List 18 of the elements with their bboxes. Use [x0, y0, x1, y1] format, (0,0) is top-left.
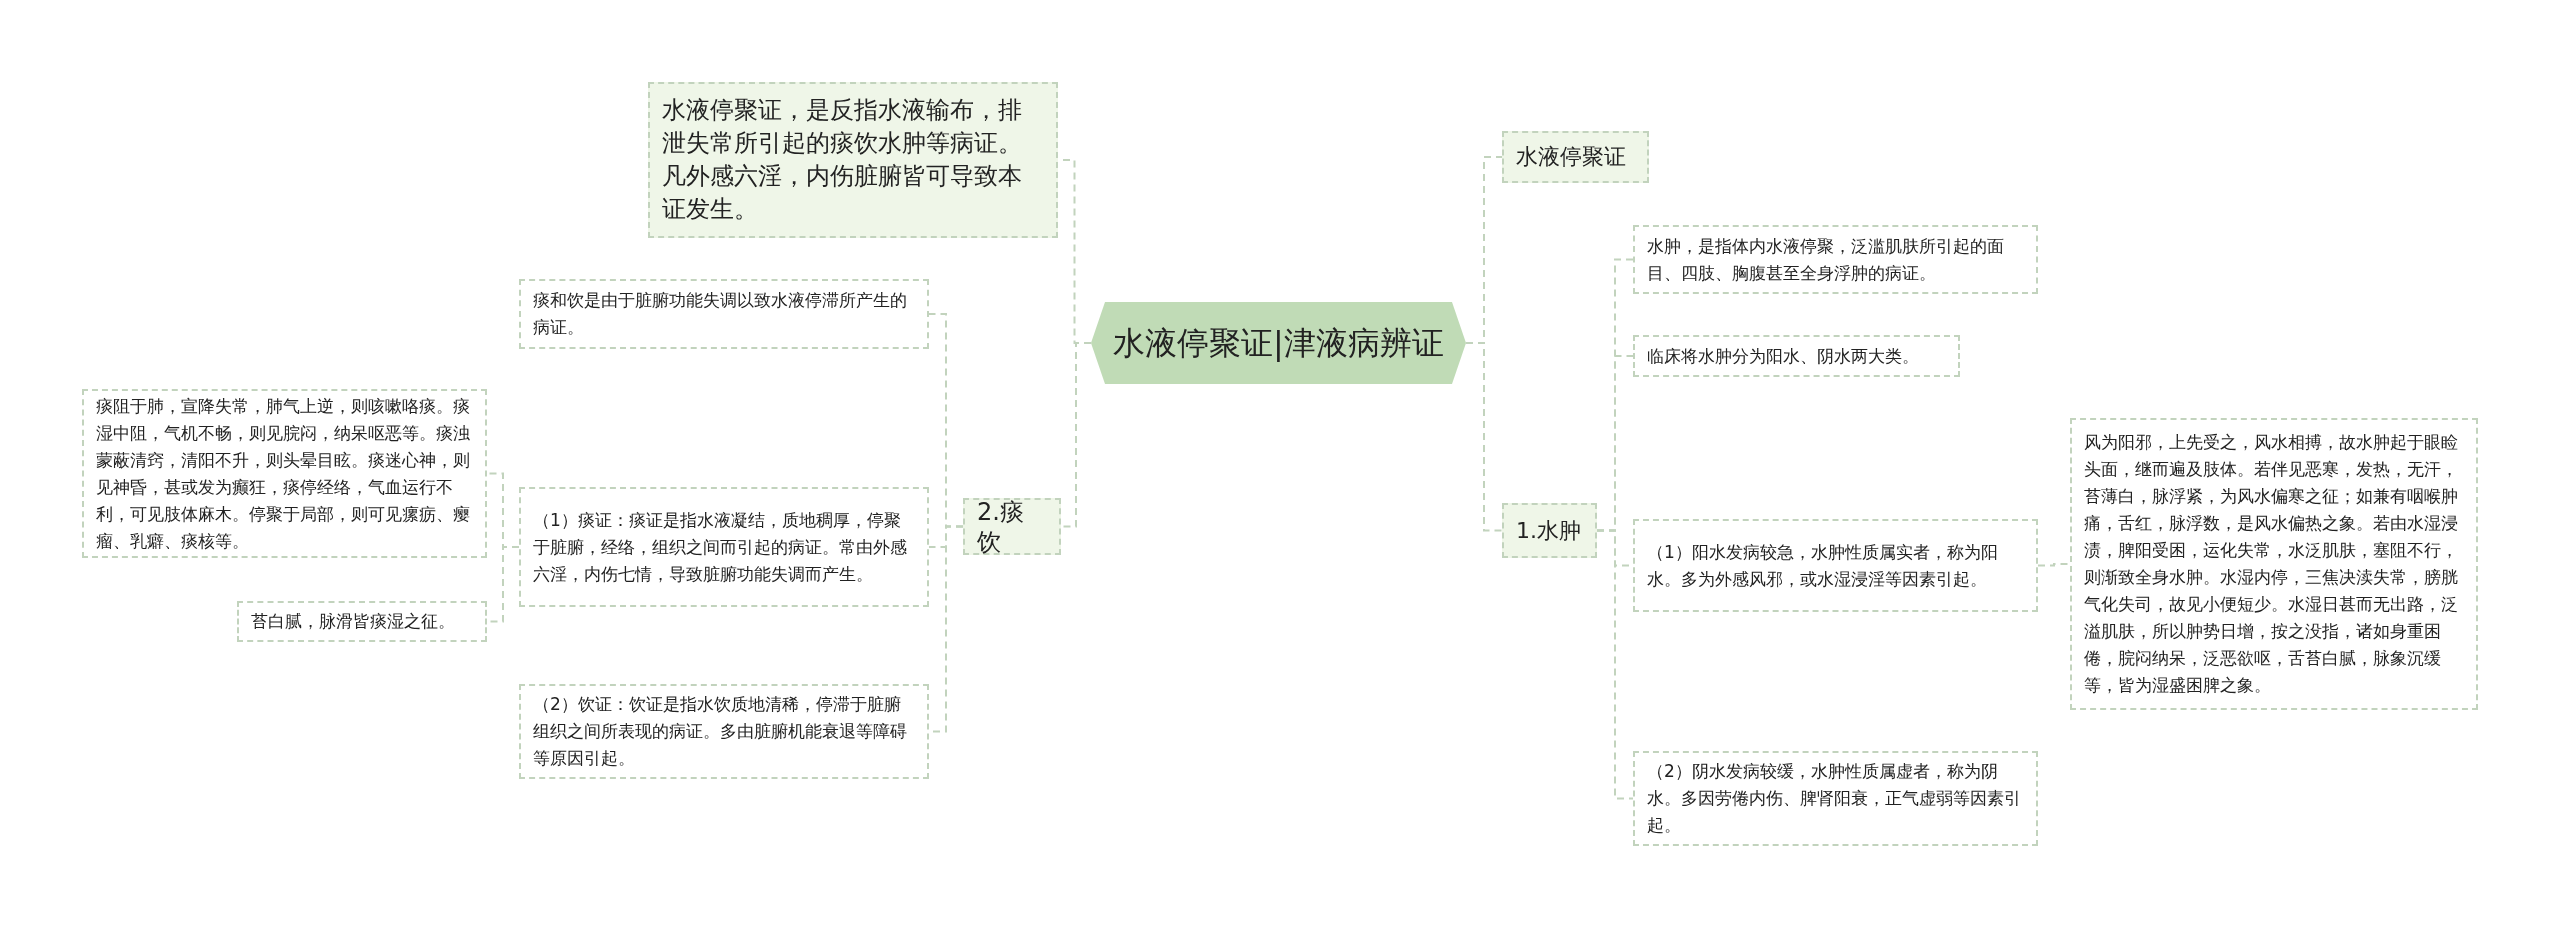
topic-box: 1.水肿 — [1502, 503, 1597, 558]
text-box: （1）痰证：痰证是指水液凝结，质地稠厚，停聚于脏腑，经络，组织之间而引起的病证。常由外感六淫，内伤七情，导致脏腑功能失调而产生。 — [519, 487, 929, 607]
text-box: （1）阳水发病较急，水肿性质属实者，称为阳水。多为外感风邪，或水湿浸淫等因素引起。 — [1633, 519, 2038, 612]
text-box: （2）饮证：饮证是指水饮质地清稀，停滞于脏腑组织之间所表现的病证。多由脏腑机能衰退等障碍等原因引起。 — [519, 684, 929, 779]
text-box: 临床将水肿分为阳水、阴水两大类。 — [1633, 335, 1960, 377]
topic-box: 水液停聚证，是反指水液输布，排泄失常所引起的痰饮水肿等病证。凡外感六淫，内伤脏腑皆可导致本证发生。 — [648, 82, 1058, 238]
topic-box: 2.痰饮 — [963, 498, 1061, 555]
topic-title: 水液停聚证|津液病辨证 — [1112, 323, 1445, 363]
text-box: （2）阴水发病较缓，水肿性质属虚者，称为阴水。多因劳倦内伤、脾肾阳衰，正气虚弱等因素引起。 — [1633, 751, 2038, 846]
text-box: 水肿，是指体内水液停聚，泛滥肌肤所引起的面目、四肢、胸腹甚至全身浮肿的病证。 — [1633, 225, 2038, 294]
text-box: 苔白腻，脉滑皆痰湿之征。 — [237, 601, 487, 642]
connector-line — [2037, 563, 2071, 567]
connector-line — [1596, 529, 1634, 800]
text-box: 风为阳邪，上先受之，风水相搏，故水肿起于眼睑头面，继而遍及肢体。若伴见恶寒，发热，无汗，苔薄白，脉浮紧，为风水偏寒之征；如兼有咽喉肿痛，舌红，脉浮数，是风水偏热之象。若由水湿浸渍，脾阳受困，运化失常，水泛肌肤，塞阻不行，则渐致全身水肿。水湿内停，三焦决渎失常，膀胱气化失司，故见小便短少。水湿日甚而无出路，泛溢肌肤，所以肿势日增，按之没指，诸如身重困倦，脘闷纳呆，泛恶欲呕，舌苔白腻，脉象沉缓等，皆为湿盛困脾之象。 — [2070, 418, 2478, 710]
text-box: 痰和饮是由于脏腑功能失调以致水液停滞所产生的病证。 — [519, 279, 929, 349]
topic-box: 水液停聚证 — [1502, 131, 1649, 183]
text-box: 痰阻于肺，宣降失常，肺气上逆，则咳嗽咯痰。痰湿中阻，气机不畅，则见脘闷，纳呆呕恶等。痰浊蒙蔽清窍，清阳不升，则头晕目眩。痰迷心神，则见神昏，甚或发为癫狂，痰停经络，气血运行不利，可见肢体麻木。停聚于局部，则可见瘰疬、瘿瘤、乳癖、痰核等。 — [82, 389, 487, 558]
connector-line — [1465, 342, 1503, 532]
